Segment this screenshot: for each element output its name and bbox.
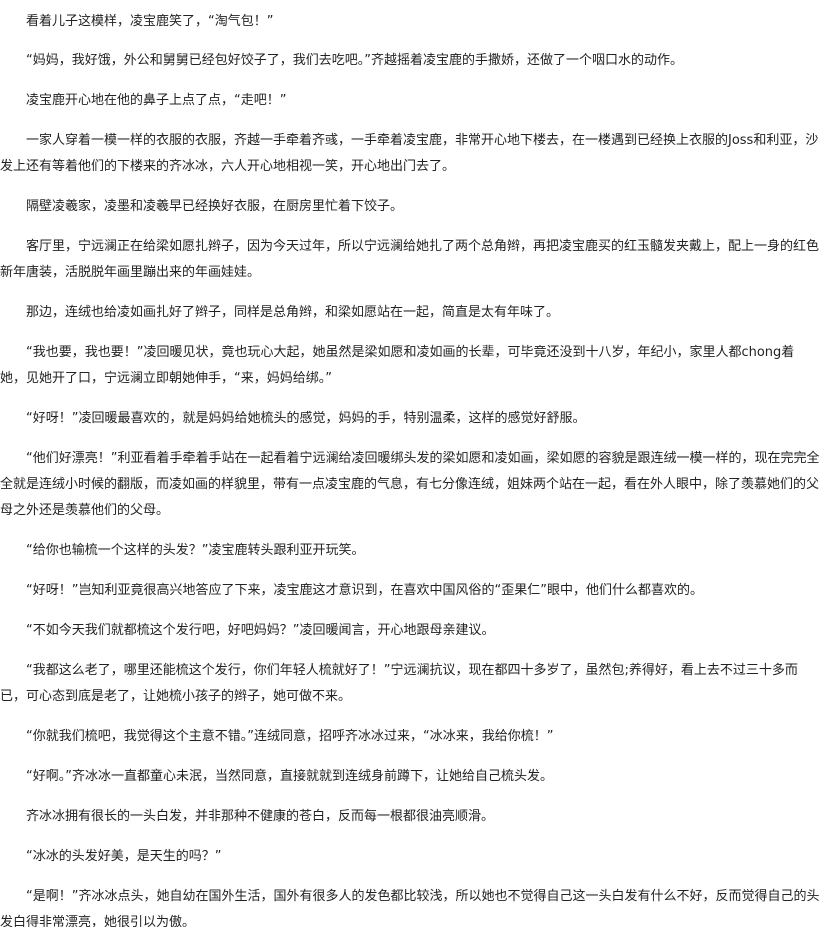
paragraph: “妈妈，我好饿，外公和舅舅已经包好饺子了，我们去吃吧。”齐越摇着凌宝鹿的手撒娇，… (26, 53, 683, 68)
paragraph: “好呀！”岂知利亚竟很高兴地答应了下来，凌宝鹿这才意识到，在喜欢中国风俗的“歪果… (26, 583, 703, 598)
paragraph: “我也要，我也要！”凌回暖见状，竟也玩心大起，她虽然是梁如愿和凌如画的长辈，可毕… (0, 345, 795, 386)
paragraph: “给你也输梳一个这样的头发？”凌宝鹿转头跟利亚开玩笑。 (26, 543, 365, 558)
paragraph: 那边，连绒也给凌如画扎好了辫子，同样是总角辫，和梁如愿站在一起，简直是太有年味了… (26, 305, 560, 320)
paragraph: “好啊。”齐冰冰一直都童心未泯，当然同意，直接就就到连绒身前蹲下，让她给自己梳头… (26, 769, 553, 784)
paragraph: “你就我们梳吧，我觉得这个主意不错。”连绒同意，招呼齐冰冰过来，“冰冰来，我给你… (26, 729, 554, 744)
paragraph: “我都这么老了，哪里还能梳这个发行，你们年轻人梳就好了！”宁远澜抗议，现在都四十… (0, 663, 798, 704)
paragraph: “不如今天我们就都梳这个发行吧，好吧妈妈？”凌回暖闻言，开心地跟母亲建议。 (26, 623, 495, 638)
paragraph: 齐冰冰拥有很长的一头白发，并非那种不健康的苍白，反而每一根都很油亮顺滑。 (26, 809, 495, 824)
paragraph: 凌宝鹿开心地在他的鼻子上点了点，“走吧！” (26, 93, 287, 108)
paragraph: 看着儿子这模样，凌宝鹿笑了，“淘气包！” (26, 14, 274, 29)
paragraph: 隔壁凌羲家，凌墨和凌羲早已经换好衣服，在厨房里忙着下饺子。 (26, 199, 404, 214)
paragraph: “他们好漂亮！”利亚看着手牵着手站在一起看着宁远澜给凌回暖绑头发的梁如愿和凌如画… (0, 451, 820, 518)
paragraph: “冰冰的头发好美，是天生的吗？” (26, 849, 222, 864)
paragraph: “好呀！”凌回暖最喜欢的，就是妈妈给她梳头的感觉，妈妈的手，特别温柔，这样的感觉… (26, 411, 586, 426)
paragraph: 一家人穿着一模一样的衣服的衣服，齐越一手牵着齐彧，一手牵着凌宝鹿，非常开心地下楼… (0, 133, 819, 174)
paragraph: 客厅里，宁远澜正在给梁如愿扎辫子，因为今天过年，所以宁远澜给她扎了两个总角辫，再… (0, 239, 820, 280)
paragraph: “是啊！”齐冰冰点头，她自幼在国外生活，国外有很多人的发色都比较浅，所以她也不觉… (0, 889, 820, 927)
